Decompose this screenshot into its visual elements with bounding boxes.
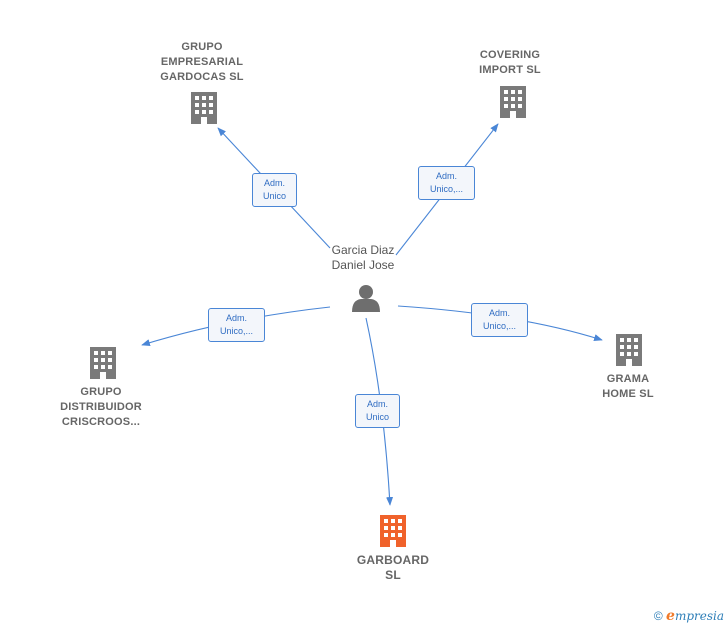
building-icon-main[interactable] [380, 515, 406, 547]
company-label-garboard[interactable]: GARBOARD SL [356, 553, 430, 582]
relation-label-grama[interactable]: Adm. Unico,... [471, 303, 528, 337]
footer-brand[interactable]: © empresia [654, 608, 724, 624]
relation-label-covering[interactable]: Adm. Unico,... [418, 166, 475, 200]
relation-label-criscroos[interactable]: Adm. Unico,... [208, 308, 265, 342]
company-label-grama[interactable]: GRAMA HOME SL [602, 373, 654, 400]
company-label-covering[interactable]: COVERING IMPORT SL [479, 49, 541, 76]
building-icon[interactable] [191, 92, 217, 124]
relation-label-garboard[interactable]: Adm. Unico [355, 394, 400, 428]
building-icon[interactable] [616, 334, 642, 366]
building-icon[interactable] [90, 347, 116, 379]
copyright-icon: © [653, 609, 663, 623]
building-icon[interactable] [500, 86, 526, 118]
company-label-gardocas[interactable]: GRUPO EMPRESARIAL GARDOCAS SL [160, 41, 244, 83]
person-icon[interactable] [352, 285, 380, 312]
person-name[interactable]: Garcia Diaz Daniel Jose [331, 243, 395, 272]
brand-logo: empresia [666, 608, 724, 624]
relation-label-gardocas[interactable]: Adm. Unico [252, 173, 297, 207]
company-label-criscroos[interactable]: GRUPO DISTRIBUIDOR CRISCROOS... [60, 386, 142, 428]
